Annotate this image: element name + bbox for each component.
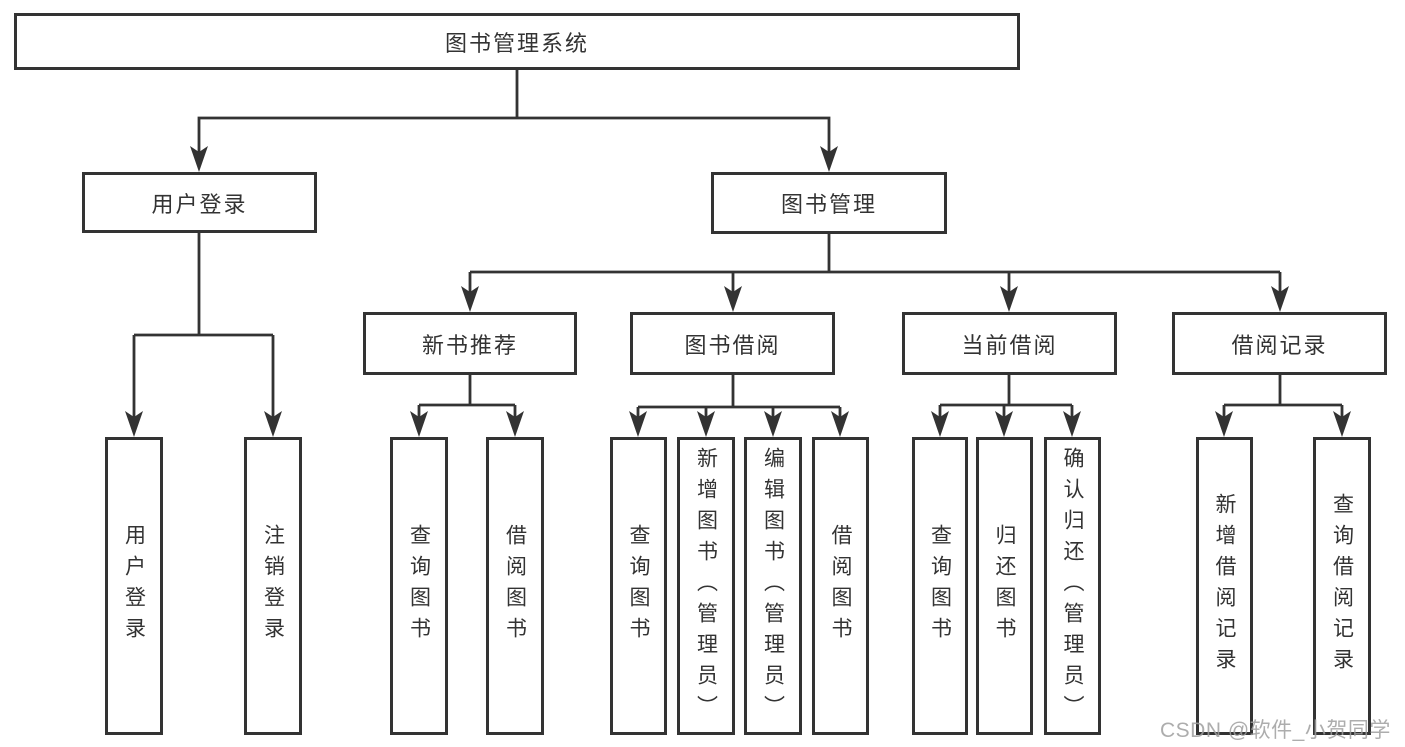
leaf-label: 编辑图书（管理员） [761, 446, 785, 726]
leaf-query-books: 查询图书 [390, 437, 448, 735]
connector-current-rail [938, 375, 1074, 417]
leaf-label: 查询图书 [407, 524, 431, 648]
leaf-label: 借阅图书 [829, 524, 852, 648]
node-borrowing-records: 借阅记录 [1172, 312, 1387, 375]
arrowhead [125, 411, 143, 437]
arrowhead [506, 411, 524, 437]
leaf-label: 新增借阅记录 [1213, 493, 1236, 679]
node-label: 用户登录 [151, 191, 248, 217]
node-new-book-recommendation: 新书推荐 [363, 312, 577, 375]
node-label: 图书管理 [780, 192, 877, 217]
leaf-edit-book-admin: 编辑图书（管理员） [744, 437, 802, 735]
leaf-query-borrow-record: 查询借阅记录 [1313, 437, 1371, 735]
connector-recommend-rail [417, 375, 517, 417]
leaf-return-books: 归还图书 [976, 437, 1033, 735]
node-user-login: 用户登录 [82, 172, 317, 233]
leaf-label: 注销登录 [261, 524, 285, 648]
leaf-add-borrow-record: 新增借阅记录 [1196, 437, 1253, 735]
leaf-label: 归还图书 [993, 524, 1016, 648]
connector-level1-rail [197, 116, 831, 152]
arrowhead [1333, 411, 1351, 437]
leaf-borrow-books: 借阅图书 [486, 437, 544, 735]
node-book-borrowing: 图书借阅 [630, 312, 835, 375]
node-book-management: 图书管理 [711, 172, 947, 234]
node-label: 当前借阅 [961, 332, 1058, 358]
arrowhead [764, 411, 782, 437]
node-current-borrowing: 当前借阅 [902, 312, 1117, 375]
leaf-label: 查询图书 [627, 524, 650, 648]
leaf-label: 查询借阅记录 [1330, 493, 1354, 679]
arrowhead [629, 411, 647, 437]
arrowhead [724, 286, 742, 312]
leaf-label: 用户登录 [122, 524, 146, 648]
arrowhead [697, 411, 715, 437]
arrowhead [461, 286, 479, 312]
node-library-management-system: 图书管理系统 [14, 13, 1020, 70]
arrowhead [190, 146, 208, 172]
node-label: 借阅记录 [1231, 332, 1328, 358]
leaf-confirm-return-admin: 确认归还（管理员） [1044, 437, 1101, 735]
leaf-query-books: 查询图书 [912, 437, 968, 735]
leaf-label: 确认归还（管理员） [1061, 446, 1084, 726]
arrowhead [264, 411, 282, 437]
arrowhead [1271, 286, 1289, 312]
arrowhead [995, 411, 1013, 437]
arrowhead [931, 411, 949, 437]
connector-level2-rail [468, 234, 1282, 292]
leaf-add-book-admin: 新增图书（管理员） [677, 437, 735, 735]
leaf-label: 新增图书（管理员） [694, 446, 718, 726]
leaf-user-login: 用户登录 [105, 437, 163, 735]
leaf-label: 查询图书 [928, 524, 952, 648]
arrowhead [831, 411, 849, 437]
leaf-logout: 注销登录 [244, 437, 302, 735]
arrowhead [820, 146, 838, 172]
connector-user-login-rail [132, 233, 275, 417]
connector-records-rail [1222, 375, 1344, 417]
node-label: 图书借阅 [684, 332, 781, 358]
watermark: CSDN @软件_小贺同学 [1160, 719, 1391, 742]
leaf-label: 借阅图书 [503, 524, 527, 648]
arrowhead [1000, 286, 1018, 312]
arrowhead [1215, 411, 1233, 437]
arrowhead [410, 411, 428, 437]
node-label: 图书管理系统 [444, 30, 589, 56]
arrowhead [1063, 411, 1081, 437]
connector-borrowing-rail [636, 375, 842, 417]
leaf-borrow-books: 借阅图书 [812, 437, 869, 735]
leaf-query-books: 查询图书 [610, 437, 667, 735]
node-label: 新书推荐 [421, 332, 518, 358]
